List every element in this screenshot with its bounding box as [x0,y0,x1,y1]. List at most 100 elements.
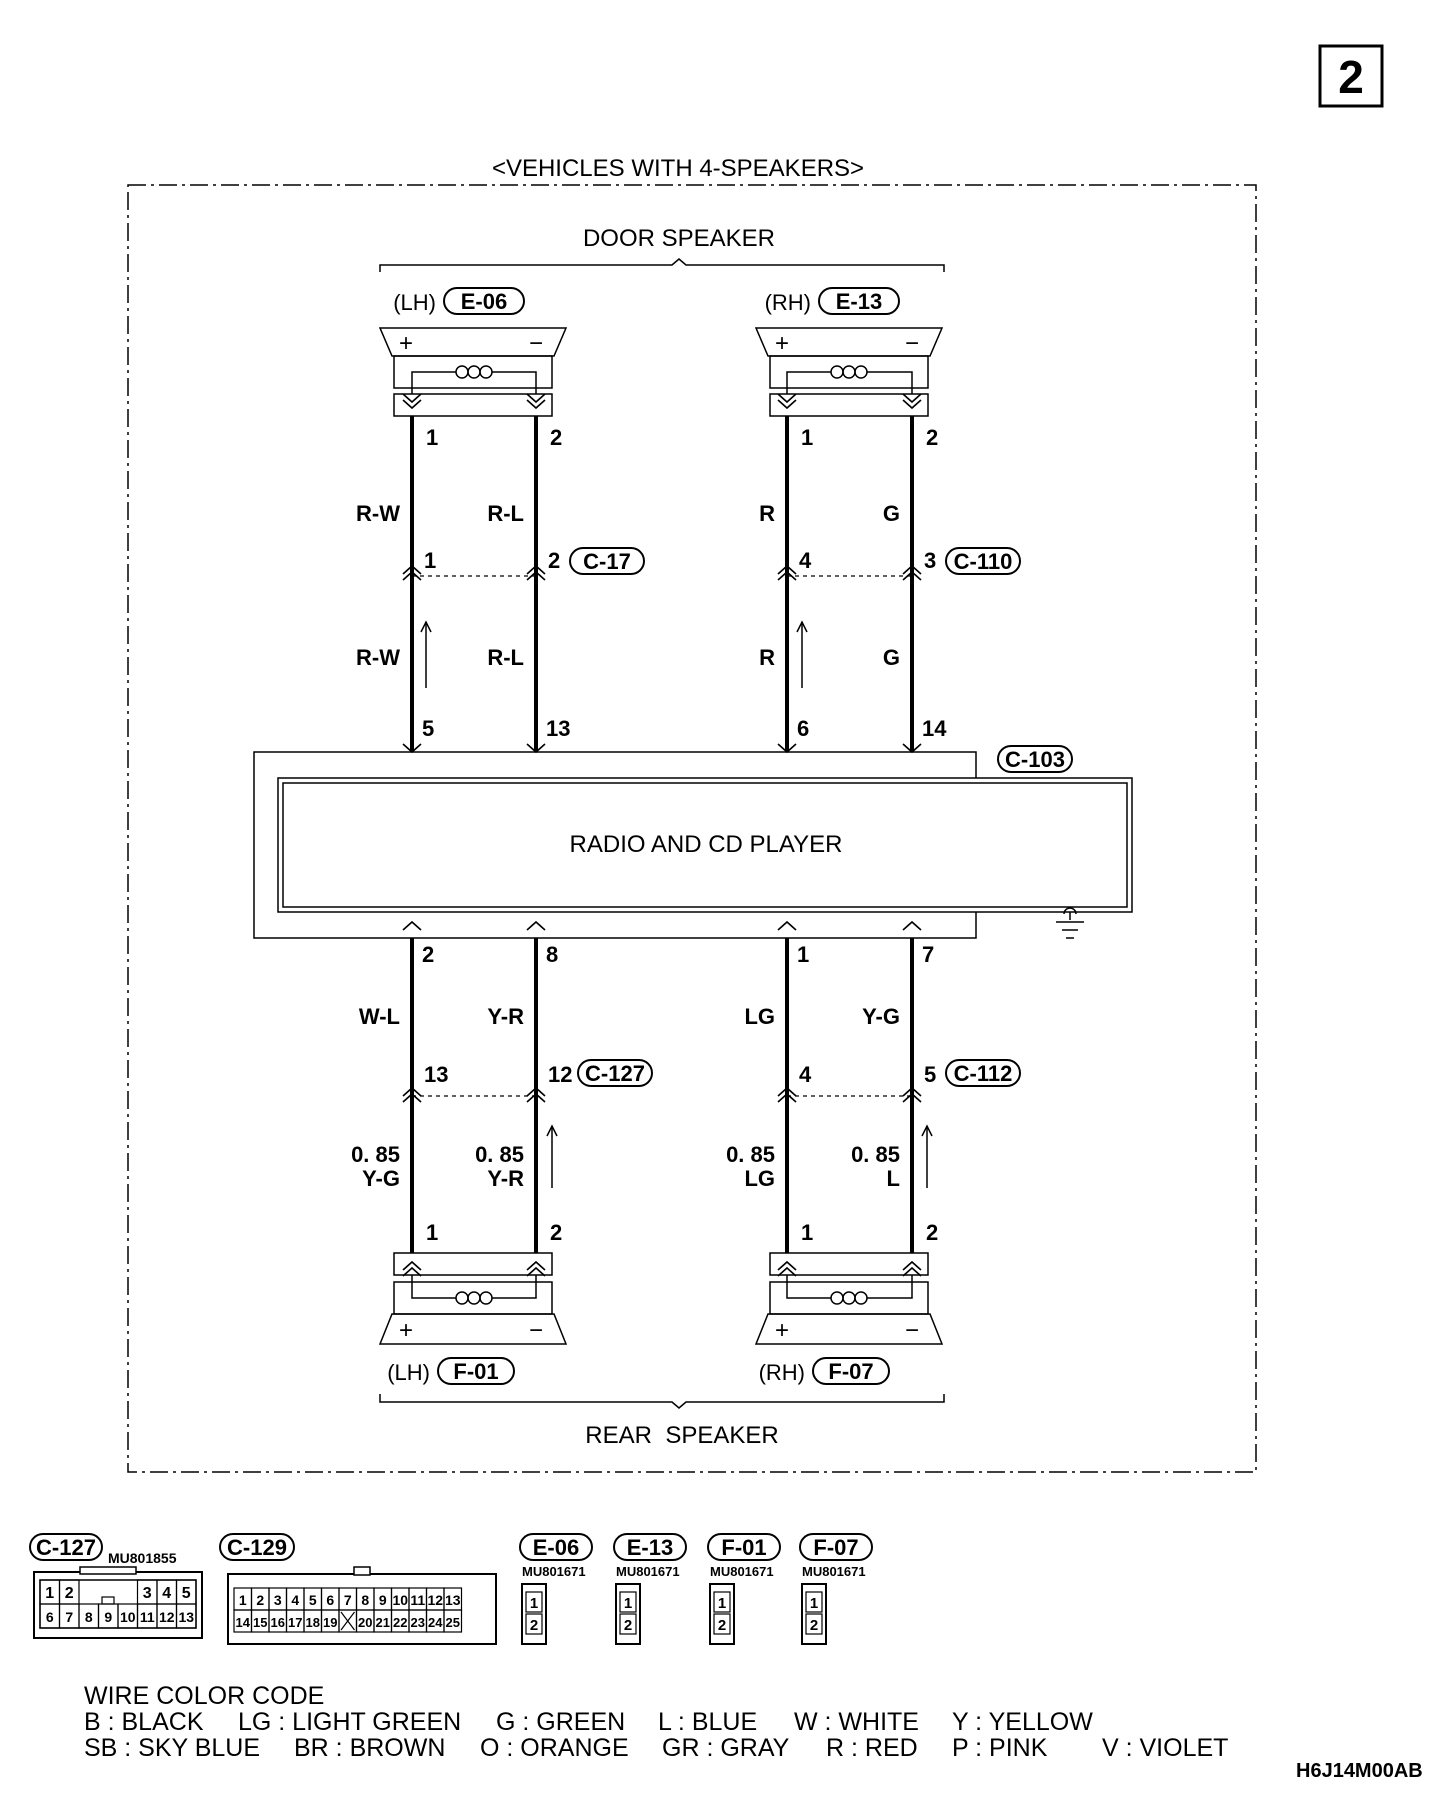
lower-wire-rh_plus-size: 0. 85 [726,1142,775,1167]
connector-view-c129-pin: 23 [411,1615,425,1630]
rear-speaker-rh-coil-loop [830,1291,844,1305]
connector-view-c129-pin: 20 [358,1615,372,1630]
connector-view-e06-pin-1: 1 [530,1595,538,1612]
lower-wire-rh_plus-junction-terminal-2 [777,1092,797,1103]
lower-wire-rh_minus-size: 0. 85 [851,1142,900,1167]
lower-wire-lh_minus-junction-pin: 12 [548,1062,572,1087]
door-speaker-lh-connector: E-06 [461,289,507,314]
door-speaker-brace [379,258,945,272]
connector-view-e13-pin-2: 2 [624,1617,632,1634]
connector-view-f07-part: MU801671 [802,1564,866,1579]
upper-wire-lh_plus-speaker-terminal [402,399,422,410]
legend-entry: GR : GRAY [662,1734,790,1762]
lower-wire-rh_plus-color-bottom: LG [744,1166,775,1191]
lower-wire-rh_minus-speaker-terminal-2 [902,1266,922,1277]
connector-view-e06-pin-2: 2 [530,1617,538,1634]
connector-view-c129-pin: 18 [306,1615,320,1630]
door-speaker-rh-coil-loop [854,365,868,379]
rear-speaker-rh-terminal-box [769,1252,929,1276]
door-speaker-lh-coil-loop [455,365,469,379]
door-speaker-lh-pin-1: 1 [426,425,438,450]
connector-view-e06-housing [521,1583,547,1645]
connector-view-c129-cell-bottom [443,1609,463,1633]
connector-view-c129-pin: 1 [239,1592,247,1608]
figure-code: H6J14M00AB [1296,1760,1423,1782]
upper-wire-lh_plus-junction-terminal-2 [402,570,422,581]
legend-entry: P : PINK [952,1734,1048,1762]
junction-c17-label: C-17 [583,549,631,574]
lower-wire-lh_minus-color-top: Y-R [487,1004,524,1029]
vehicle-frame [127,184,1257,1473]
legend-entry: B : BLACK [84,1708,204,1736]
connector-view-e06-label: E-06 [533,1535,579,1560]
door-speaker-lh-cone [378,327,568,357]
connector-view-c129-pin: 4 [291,1592,299,1608]
upper-wire-rh_minus-junction-terminal [902,564,922,575]
upper-wire-lh_minus-junction-terminal [526,564,546,575]
connector-view-c127-label-outline [29,1533,103,1561]
door-speaker-lh-coil-box [393,355,553,389]
connector-view-e06-part: MU801671 [522,1564,586,1579]
connector-view-f01-cell-2 [713,1613,731,1635]
rear-speaker-lh-cone [378,1313,568,1345]
lower-current-arrowhead-1 [921,1124,933,1137]
rear-speaker-lh-coil-wire [411,1275,537,1299]
upper-wire-rh_minus-junction-terminal-2 [902,570,922,581]
door-speaker-rh-terminal-box [769,393,929,417]
connector-view-f07-cell-2 [805,1613,823,1635]
connector-view-c127-pin: 10 [120,1609,136,1625]
connector-view-e06-cell-1 [525,1591,543,1613]
upper-wire-lh_plus-color-bottom: R-W [356,645,400,670]
connector-view-c129-pin: 11 [410,1592,425,1608]
lower-wire-lh_plus-junction-terminal-2 [402,1092,422,1103]
lower-wire-lh_plus-junction-pin: 13 [424,1062,448,1087]
connector-view-f01-pin-1: 1 [718,1595,726,1612]
door-speaker-rh-cone [754,327,944,357]
connector-view-c127-latch [79,1566,137,1575]
legend-entry: Y : YELLOW [952,1708,1093,1736]
connector-view-f07-label-outline [799,1533,873,1561]
rear-speaker-rh-coil-loop [854,1291,868,1305]
lower-wire-rh_plus-junction-pin: 4 [799,1062,812,1087]
upper-wire-rh_plus-color-top: R [759,501,775,526]
upper-current-arrowhead-0 [420,620,432,633]
lower-wire-rh_plus-speaker-terminal [777,1260,797,1271]
lower-wire-rh_minus-junction-terminal-2 [902,1092,922,1103]
legend-entry: O : ORANGE [480,1734,629,1762]
door-speaker-rh-coil-loop [830,365,844,379]
door-speaker-rh-connector: E-13 [836,289,882,314]
connector-view-c127-cell-bottom [175,1603,197,1629]
connector-view-e13-pin-1: 1 [624,1595,632,1612]
door-speaker-lh-plus: + [399,330,413,357]
connector-view-c129-blank-cavity [340,1611,355,1631]
lower-wire-lh_minus-speaker-terminal [526,1260,546,1271]
door-speaker-lh-coil-loop [479,365,493,379]
connector-view-c129-pin: 5 [309,1592,317,1608]
connector-view-f01-part: MU801671 [710,1564,774,1579]
connector-view-c129-pin: 14 [236,1615,251,1630]
rear-speaker-lh-side: (LH) [387,1360,430,1385]
connector-view-c129-pin: 7 [344,1592,352,1608]
connector-view-f01-housing [709,1583,735,1645]
legend-entry: G : GREEN [496,1708,626,1736]
upper-wire-rh_minus-radio-pin: 14 [922,716,947,741]
lower-wire-lh_minus-radio-terminal [526,920,546,931]
door-speaker-lh-coil-wire [411,371,537,394]
connector-view-c127-label: C-127 [36,1535,96,1560]
legend-entry: BR : BROWN [294,1734,446,1762]
connector-view-e13-cell-2 [619,1613,637,1635]
connector-view-f07-pin-1: 1 [810,1595,818,1612]
connector-view-c127-key [101,1596,115,1605]
rear-speaker-rh-coil-loop [842,1291,856,1305]
rear-speaker-lh-terminal-box [393,1252,553,1276]
lower-wire-lh_minus-radio-pin: 8 [546,942,558,967]
door-speaker-lh-coil-loop [467,365,481,379]
connector-view-c129-pin: 19 [323,1615,337,1630]
upper-wire-rh_plus-color-bottom: R [759,645,775,670]
rear-speaker-rh-connector-outline [812,1357,890,1385]
page-number: 2 [1338,51,1364,103]
lower-wire-rh_plus-speaker-terminal-2 [777,1266,797,1277]
connector-view-c129-label: C-129 [227,1535,287,1560]
